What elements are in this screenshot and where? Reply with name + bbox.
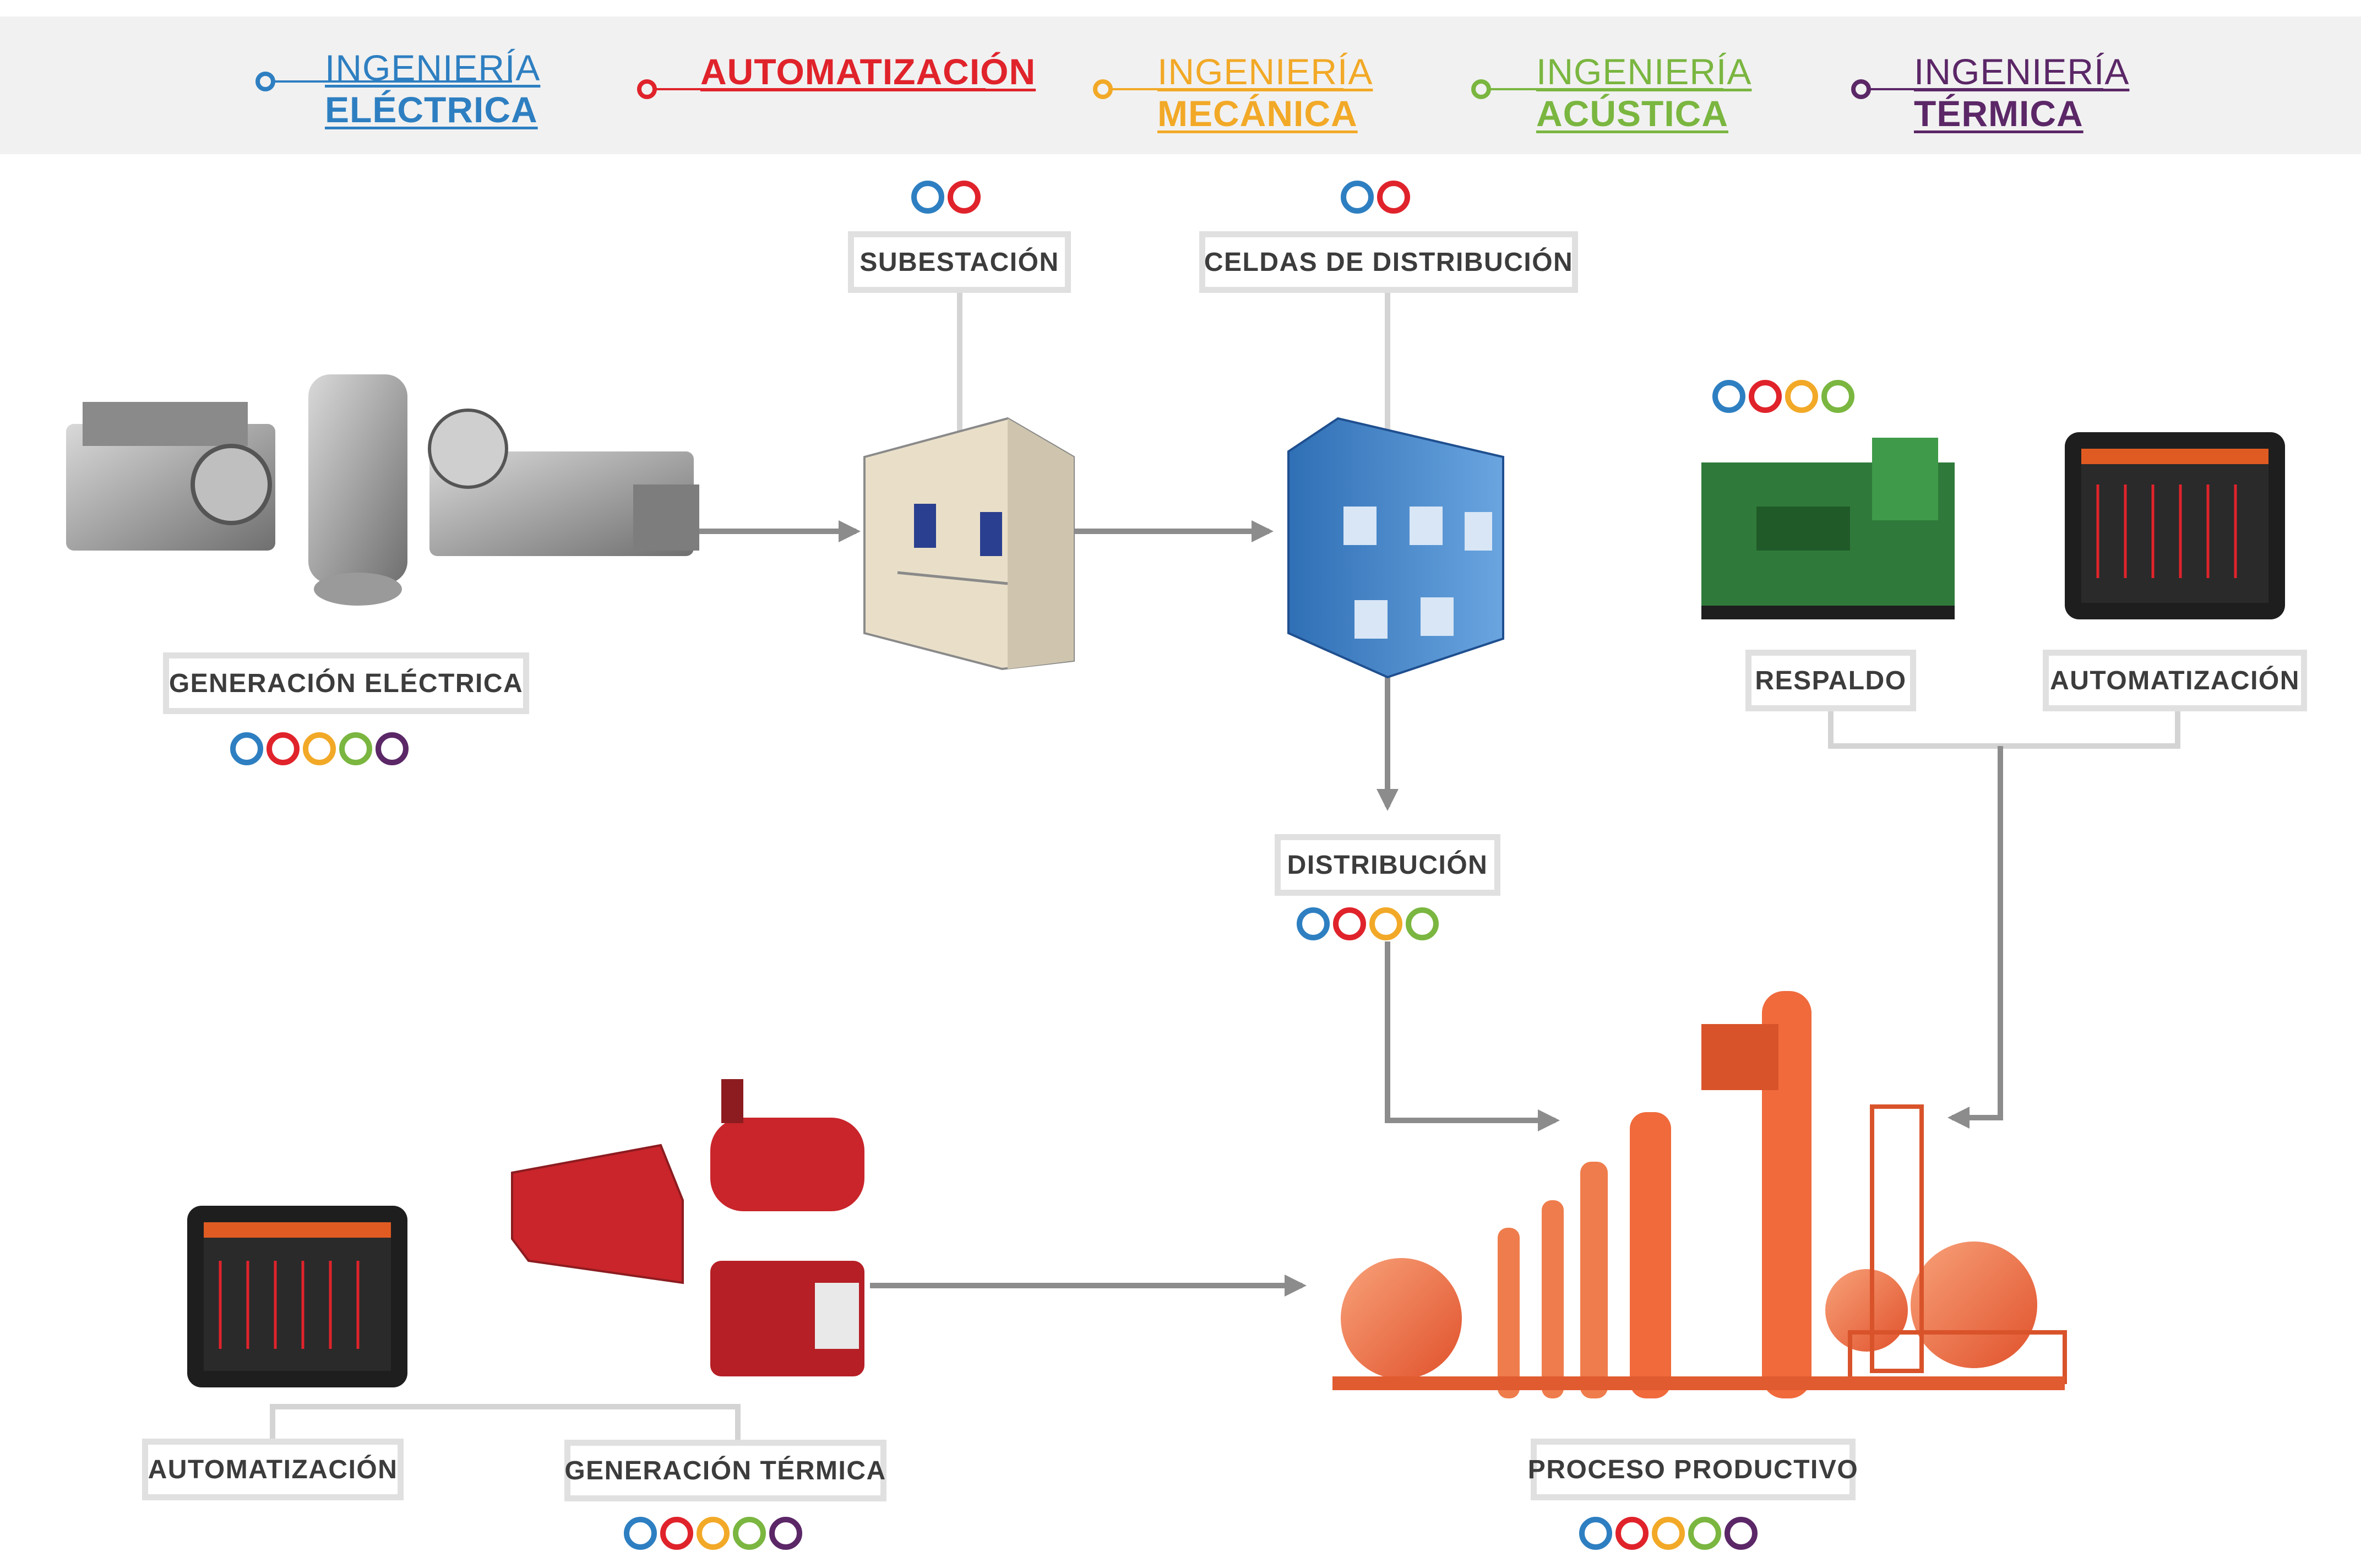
discipline-ring-electrica-icon (624, 1517, 657, 1550)
discipline-ring-mecanica-icon (697, 1517, 730, 1550)
discipline-ring-automatizacion-icon (1377, 181, 1410, 214)
node-subestacion[interactable]: SUBESTACIÓN (848, 231, 1071, 293)
discipline-ring-automatizacion-icon (1615, 1517, 1649, 1550)
discipline-ring-electrica-icon (911, 181, 944, 214)
discipline-ring-termica-icon (376, 732, 409, 765)
node-label: RESPALDO (1755, 666, 1907, 695)
discipline-ring-automatizacion-icon (1749, 380, 1782, 413)
discipline-rings-distribucion (1297, 907, 1439, 940)
discipline-rings-proceso-productivo (1579, 1517, 1758, 1550)
discipline-rings-celdas (1341, 181, 1410, 214)
arrow-respaldo-to-proceso (1947, 746, 2003, 1129)
discipline-ring-automatizacion-icon (266, 732, 300, 765)
node-automatizacion-top[interactable]: AUTOMATIZACIÓN (2043, 650, 2307, 711)
node-celdas-distribucion[interactable]: CELDAS DE DISTRIBUCIÓN (1199, 231, 1578, 293)
node-distribucion[interactable]: DISTRIBUCIÓN (1275, 834, 1500, 896)
legend-marker-automatizacion (637, 79, 986, 99)
backup-generator-icon (1701, 438, 1955, 619)
node-respaldo[interactable]: RESPALDO (1745, 650, 1916, 711)
legend-markers (255, 72, 2103, 99)
discipline-ring-mecanica-icon (1369, 907, 1402, 940)
scada-tablet-icon-top (2065, 432, 2285, 619)
discipline-rings-subestacion (911, 181, 981, 214)
discipline-ring-mecanica-icon (303, 732, 336, 765)
node-label: CELDAS DE DISTRIBUCIÓN (1204, 247, 1574, 277)
discipline-ring-mecanica-icon (1785, 380, 1818, 413)
industrial-plant-icon (1332, 991, 2067, 1398)
discipline-ring-termica-icon (769, 1517, 802, 1550)
discipline-ring-acustica-icon (339, 732, 372, 765)
generator-engines-icon (66, 374, 699, 606)
legend-label-line2: ACÚSTICA (1536, 93, 1728, 134)
arrow-distribucion-to-proceso (1385, 941, 1560, 1131)
scada-tablet-icon-bottom (187, 1206, 407, 1387)
node-label: SUBESTACIÓN (859, 247, 1059, 277)
legend-marker-acustica (1471, 79, 1723, 99)
discipline-ring-electrica-icon (1297, 907, 1330, 940)
legend-marker-electrica (255, 72, 512, 91)
discipline-ring-acustica-icon (733, 1517, 766, 1550)
legend-bar (0, 17, 2361, 154)
legend-marker-termica (1851, 79, 2103, 99)
discipline-ring-acustica-icon (1406, 907, 1439, 940)
discipline-rings-respaldo-group (1712, 380, 1854, 413)
discipline-ring-acustica-icon (1688, 1517, 1721, 1550)
node-proceso-productivo[interactable]: PROCESO PRODUCTIVO (1527, 1439, 1859, 1500)
discipline-ring-electrica-icon (230, 732, 263, 765)
discipline-ring-termica-icon (1724, 1517, 1758, 1550)
node-label: DISTRIBUCIÓN (1287, 850, 1488, 880)
legend-label-line1: INGENIERÍA (1914, 51, 2130, 92)
node-label: GENERACIÓN ELÉCTRICA (168, 668, 524, 698)
discipline-ring-electrica-icon (1341, 181, 1374, 214)
legend-label-line2: MECÁNICA (1157, 93, 1358, 134)
blue-distribution-cells-icon (1287, 417, 1504, 679)
legend-label-line2: ELÉCTRICA (325, 89, 538, 130)
bracket-respaldo-automatizacion (1828, 710, 2180, 749)
legend-marker-mecanica (1093, 79, 1343, 99)
discipline-rings-generacion-electrica (230, 732, 409, 765)
legend-label-line2: AUTOMATIZACIÓN (700, 51, 1036, 92)
discipline-ring-automatizacion-icon (1333, 907, 1366, 940)
discipline-ring-automatizacion-icon (948, 181, 981, 214)
discipline-ring-electrica-icon (1579, 1517, 1612, 1550)
node-generacion-electrica[interactable]: GENERACIÓN ELÉCTRICA (163, 652, 529, 714)
thermal-equipment-icon (511, 1079, 864, 1376)
node-automatizacion-bottom[interactable]: AUTOMATIZACIÓN (142, 1439, 404, 1500)
node-label: AUTOMATIZACIÓN (2050, 666, 2300, 695)
node-label: AUTOMATIZACIÓN (148, 1455, 398, 1484)
discipline-ring-automatizacion-icon (660, 1517, 693, 1550)
discipline-ring-acustica-icon (1821, 380, 1854, 413)
legend-label-line1: INGENIERÍA (325, 47, 541, 88)
discipline-ring-electrica-icon (1712, 380, 1745, 413)
discipline-ring-mecanica-icon (1652, 1517, 1685, 1550)
switchgear-cabinet-icon (863, 417, 1075, 671)
legend-label-line1: INGENIERÍA (1157, 51, 1373, 92)
node-label: PROCESO PRODUCTIVO (1527, 1455, 1859, 1484)
node-label: GENERACIÓN TÉRMICA (564, 1456, 886, 1485)
bracket-automatizacion-termica (270, 1404, 741, 1448)
node-generacion-termica[interactable]: GENERACIÓN TÉRMICA (564, 1440, 886, 1501)
legend-label-line1: INGENIERÍA (1536, 51, 1752, 92)
discipline-rings-generacion-termica (624, 1517, 802, 1550)
legend-label-line2: TÉRMICA (1914, 93, 2083, 134)
